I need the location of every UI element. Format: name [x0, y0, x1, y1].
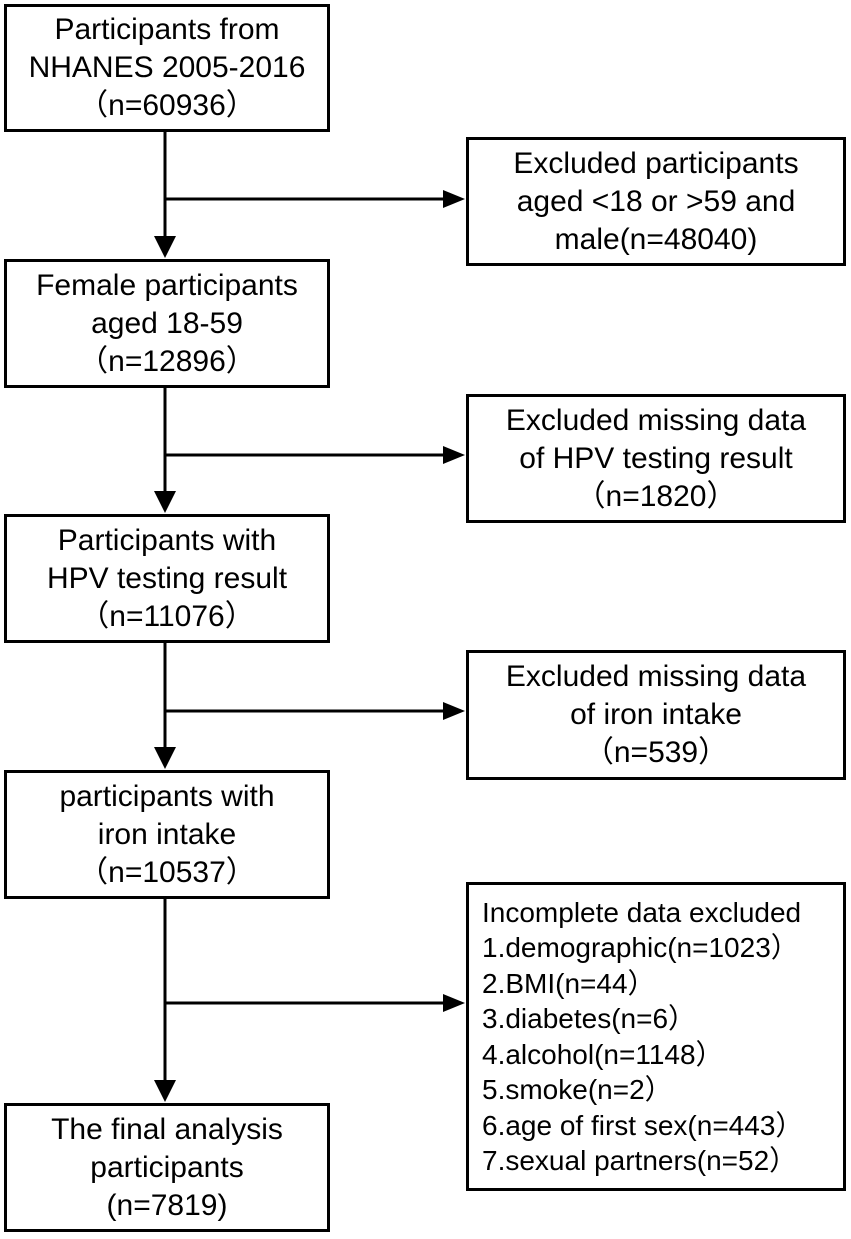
box-text-line: participants — [90, 1150, 244, 1184]
box-text-line: HPV testing result — [46, 561, 288, 595]
exclusion-box-hpv-missing: Excluded missing data of HPV testing res… — [466, 394, 846, 523]
exclusion-list-item: 6.age of first sex(n=443） — [482, 1109, 804, 1141]
box-text-line: aged <18 or >59 and — [516, 184, 796, 218]
exclusion-box-incomplete-data: Incomplete data excluded 1.demographic(n… — [466, 882, 846, 1191]
exclusion-list-title: Incomplete data excluded — [482, 896, 802, 928]
arrowhead-down-4 — [154, 1080, 176, 1102]
box-text-line: participants with — [59, 779, 275, 813]
step-box-nhanes-participants: Participants from NHANES 2005-2016 （n=60… — [4, 4, 330, 132]
arrowhead-right-3 — [443, 702, 465, 720]
box-text-line: Participants with — [57, 523, 277, 557]
exclusion-list-item: 2.BMI(n=44） — [482, 967, 656, 999]
arrowhead-right-2 — [443, 446, 465, 464]
box-text-line: Excluded participants — [513, 146, 799, 180]
box-text-line: (n=7819) — [106, 1188, 228, 1222]
step-box-hpv-testing: Participants with HPV testing result （n=… — [4, 514, 330, 643]
box-text-line: male(n=48040) — [554, 222, 758, 256]
box-text-line: aged 18-59 — [91, 306, 243, 340]
exclusion-list-item: 1.demographic(n=1023） — [482, 932, 799, 963]
step-box-final-analysis: The final analysis participants (n=7819) — [4, 1103, 330, 1232]
step-box-iron-intake: participants with iron intake （n=10537） — [4, 770, 330, 899]
exclusion-box-iron-missing: Excluded missing data of iron intake （n=… — [466, 650, 846, 780]
arrowhead-down-2 — [154, 491, 176, 513]
exclusion-list-item: 3.diabetes(n=6） — [482, 1003, 697, 1034]
box-text-line: （n=12896） — [78, 344, 256, 378]
box-text-line: Excluded missing data — [505, 660, 807, 693]
exclusion-box-age-sex: Excluded participants aged <18 or >59 an… — [466, 137, 846, 266]
box-text-line: of iron intake — [570, 698, 742, 731]
box-text-line: The final analysis — [51, 1112, 283, 1146]
exclusion-list-item: 7.sexual partners(n=52） — [482, 1145, 798, 1176]
box-text-line: （n=60936） — [78, 89, 256, 122]
box-text-line: NHANES 2005-2016 — [28, 51, 306, 84]
box-text-line: （n=10537） — [78, 855, 256, 889]
box-text-line: Excluded missing data — [505, 403, 807, 437]
arrowhead-down-1 — [154, 236, 176, 258]
exclusion-list-item: 5.smoke(n=2） — [482, 1074, 673, 1105]
box-text-line: of HPV testing result — [519, 441, 793, 475]
box-text-line: Female participants — [36, 268, 298, 302]
step-box-female-participants: Female participants aged 18-59 （n=12896） — [4, 259, 330, 388]
box-text-line: （n=1820） — [575, 479, 737, 513]
arrowhead-right-4 — [443, 994, 465, 1012]
box-text-line: （n=539） — [583, 736, 729, 769]
box-text-line: Participants from — [54, 13, 280, 46]
arrowhead-right-1 — [443, 190, 465, 208]
box-text-line: iron intake — [97, 817, 237, 851]
exclusion-list-item: 4.alcohol(n=1148） — [482, 1038, 724, 1070]
box-text-line: （n=11076） — [79, 599, 255, 633]
arrowhead-down-3 — [154, 747, 176, 769]
